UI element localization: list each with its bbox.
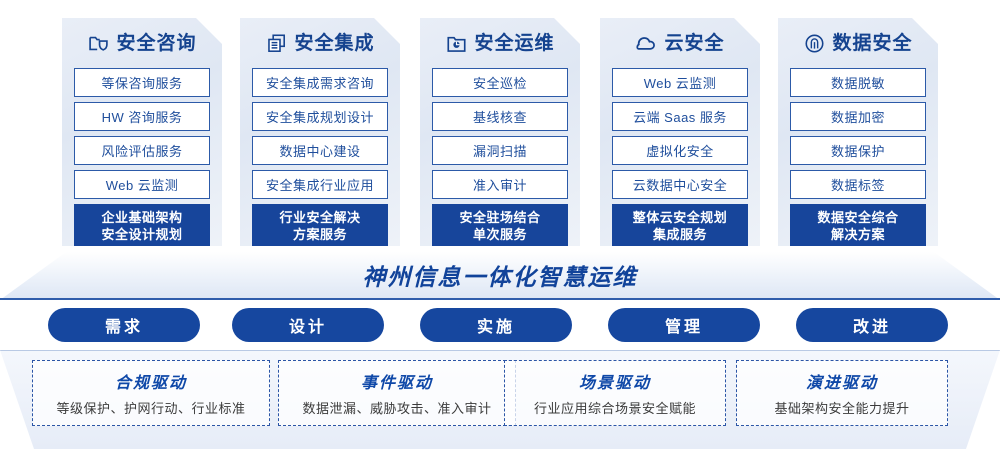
column-highlight[interactable]: 企业基础架构 安全设计规划 xyxy=(74,204,210,248)
column-item[interactable]: 漏洞扫描 xyxy=(432,136,568,165)
driver-scenario[interactable]: 场景驱动 行业应用综合场景安全赋能 xyxy=(504,360,726,426)
stacked-documents-icon xyxy=(265,32,287,54)
column-item[interactable]: 数据中心建设 xyxy=(252,136,388,165)
capability-column-cloud-security[interactable]: 云安全 Web 云监测 云端 Saas 服务 虚拟化安全 云数据中心安全 整体云… xyxy=(600,18,760,246)
column-highlight[interactable]: 整体云安全规划 集成服务 xyxy=(612,204,748,248)
cloud-icon xyxy=(635,32,657,54)
column-item[interactable]: 安全集成规划设计 xyxy=(252,102,388,131)
column-item[interactable]: 数据脱敏 xyxy=(790,68,926,97)
highlight-line: 安全设计规划 xyxy=(101,227,183,242)
column-title: 数据安全 xyxy=(832,32,913,54)
highlight-line: 集成服务 xyxy=(652,227,707,242)
column-inner: 数据安全 数据脱敏 数据加密 数据保护 数据标签 数据安全综合 解决方案 xyxy=(790,18,926,238)
highlight-line: 方案服务 xyxy=(292,227,347,242)
process-step-management[interactable]: 管理 xyxy=(608,308,760,342)
highlight-line: 解决方案 xyxy=(830,227,885,242)
highlight-line: 数据安全综合 xyxy=(817,209,899,225)
driver-subtitle: 行业应用综合场景安全赋能 xyxy=(533,401,696,416)
capability-column-security-consulting[interactable]: 安全咨询 等保咨询服务 HW 咨询服务 风险评估服务 Web 云监测 企业基础架… xyxy=(62,18,222,246)
column-item[interactable]: 云端 Saas 服务 xyxy=(612,102,748,131)
folder-chart-icon xyxy=(445,32,467,54)
driver-compliance[interactable]: 合规驱动 等级保护、护网行动、行业标准 xyxy=(32,360,270,426)
column-inner: 安全咨询 等保咨询服务 HW 咨询服务 风险评估服务 Web 云监测 企业基础架… xyxy=(74,18,210,238)
capability-column-data-security[interactable]: 数据安全 数据脱敏 数据加密 数据保护 数据标签 数据安全综合 解决方案 xyxy=(778,18,938,246)
column-title: 安全咨询 xyxy=(116,32,197,54)
process-steps: 需求 设计 实施 管理 改进 xyxy=(0,308,1000,346)
column-item[interactable]: 等保咨询服务 xyxy=(74,68,210,97)
column-header: 数据安全 xyxy=(790,18,926,68)
column-item[interactable]: Web 云监测 xyxy=(612,68,748,97)
column-header: 安全运维 xyxy=(432,18,568,68)
banner-underline xyxy=(0,298,1000,300)
driver-title: 合规驱动 xyxy=(114,375,187,392)
column-item[interactable]: 安全集成需求咨询 xyxy=(252,68,388,97)
column-inner: 安全运维 安全巡检 基线核查 漏洞扫描 准入审计 安全驻场结合 单次服务 xyxy=(432,18,568,238)
process-step-implementation[interactable]: 实施 xyxy=(420,308,572,342)
column-item[interactable]: HW 咨询服务 xyxy=(74,102,210,131)
column-header: 安全咨询 xyxy=(74,18,210,68)
column-highlight[interactable]: 安全驻场结合 单次服务 xyxy=(432,204,568,248)
column-title: 云安全 xyxy=(664,32,725,54)
column-highlight[interactable]: 数据安全综合 解决方案 xyxy=(790,204,926,248)
column-inner: 安全集成 安全集成需求咨询 安全集成规划设计 数据中心建设 安全集成行业应用 行… xyxy=(252,18,388,238)
column-item[interactable]: 数据保护 xyxy=(790,136,926,165)
driver-evolution[interactable]: 演进驱动 基础架构安全能力提升 xyxy=(736,360,948,426)
column-item[interactable]: 风险评估服务 xyxy=(74,136,210,165)
column-item[interactable]: Web 云监测 xyxy=(74,170,210,199)
platform-banner: 神州信息一体化智慧运维 xyxy=(0,252,1000,300)
column-item[interactable]: 数据加密 xyxy=(790,102,926,131)
folder-shield-icon xyxy=(87,32,109,54)
column-item[interactable]: 云数据中心安全 xyxy=(612,170,748,199)
column-item[interactable]: 虚拟化安全 xyxy=(612,136,748,165)
highlight-line: 单次服务 xyxy=(472,227,527,242)
capability-columns: 安全咨询 等保咨询服务 HW 咨询服务 风险评估服务 Web 云监测 企业基础架… xyxy=(0,0,1000,252)
driver-subtitle: 等级保护、护网行动、行业标准 xyxy=(56,401,246,416)
driver-subtitle: 数据泄漏、威胁攻击、准入审计 xyxy=(302,401,492,416)
column-title: 安全运维 xyxy=(474,32,555,54)
capability-column-security-operations[interactable]: 安全运维 安全巡检 基线核查 漏洞扫描 准入审计 安全驻场结合 单次服务 xyxy=(420,18,580,246)
banner-shape xyxy=(0,252,1000,300)
column-highlight[interactable]: 行业安全解决 方案服务 xyxy=(252,204,388,248)
driver-title: 事件驱动 xyxy=(360,375,433,392)
column-header: 云安全 xyxy=(612,18,748,68)
highlight-line: 企业基础架构 xyxy=(101,209,183,225)
capability-column-security-integration[interactable]: 安全集成 安全集成需求咨询 安全集成规划设计 数据中心建设 安全集成行业应用 行… xyxy=(240,18,400,246)
drivers-section: 合规驱动 等级保护、护网行动、行业标准 事件驱动 数据泄漏、威胁攻击、准入审计 … xyxy=(0,350,1000,450)
column-item[interactable]: 基线核查 xyxy=(432,102,568,131)
fingerprint-icon xyxy=(803,32,825,54)
column-item[interactable]: 准入审计 xyxy=(432,170,568,199)
column-item[interactable]: 数据标签 xyxy=(790,170,926,199)
highlight-line: 整体云安全规划 xyxy=(632,209,728,225)
highlight-line: 安全驻场结合 xyxy=(459,209,541,225)
column-item[interactable]: 安全巡检 xyxy=(432,68,568,97)
driver-incident[interactable]: 事件驱动 数据泄漏、威胁攻击、准入审计 xyxy=(278,360,516,426)
process-step-design[interactable]: 设计 xyxy=(232,308,384,342)
column-title: 安全集成 xyxy=(294,32,375,54)
driver-title: 演进驱动 xyxy=(805,375,878,392)
column-inner: 云安全 Web 云监测 云端 Saas 服务 虚拟化安全 云数据中心安全 整体云… xyxy=(612,18,748,238)
driver-subtitle: 基础架构安全能力提升 xyxy=(774,401,910,416)
highlight-line: 行业安全解决 xyxy=(279,209,361,225)
process-step-improvement[interactable]: 改进 xyxy=(796,308,948,342)
column-header: 安全集成 xyxy=(252,18,388,68)
banner-title: 神州信息一体化智慧运维 xyxy=(362,264,638,290)
process-step-demand[interactable]: 需求 xyxy=(48,308,200,342)
driver-title: 场景驱动 xyxy=(578,375,651,392)
column-item[interactable]: 安全集成行业应用 xyxy=(252,170,388,199)
